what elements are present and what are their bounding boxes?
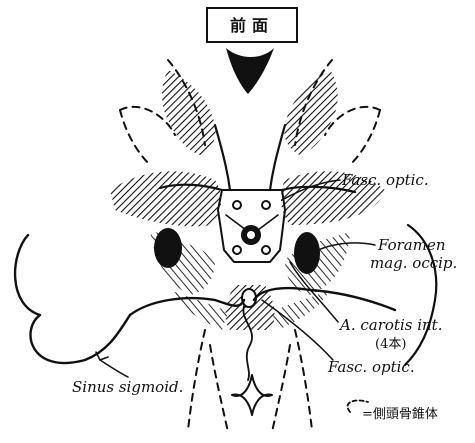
label-carotis-line1: A. carotis int. bbox=[338, 316, 442, 334]
label-fasc-optic-lower: Fasc. optic. bbox=[327, 358, 415, 376]
sella-plate bbox=[218, 190, 285, 262]
legend-text: =側頭骨錐体 bbox=[362, 407, 438, 422]
carotid-hole bbox=[233, 246, 241, 254]
label-sinus-sigmoid: Sinus sigmoid. bbox=[72, 378, 183, 396]
left-dark-oval bbox=[154, 228, 182, 268]
carotid-hole bbox=[262, 201, 270, 209]
anterior-notch bbox=[226, 48, 274, 94]
carotid-hole bbox=[233, 201, 241, 209]
right-dark-oval bbox=[294, 232, 320, 274]
legend: =側頭骨錐体 bbox=[348, 400, 438, 422]
label-foramen-line2: mag. occip. bbox=[370, 254, 457, 272]
title-text: 前面 bbox=[230, 16, 274, 35]
carotid-hole bbox=[262, 246, 270, 254]
label-carotis-line2: (4本) bbox=[375, 337, 406, 352]
label-foramen-line1: Foramen bbox=[377, 236, 446, 254]
title-box: 前面 bbox=[207, 8, 297, 42]
label-fasc-optic-upper: Fasc. optic. bbox=[341, 171, 429, 189]
